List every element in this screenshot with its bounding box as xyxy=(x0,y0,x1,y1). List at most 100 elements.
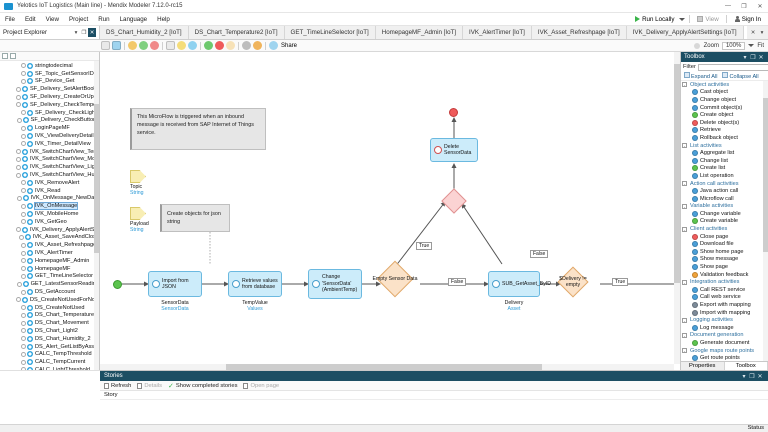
tree-item[interactable]: IVK_Asset_SaveAndClose xyxy=(0,234,99,242)
tree-item[interactable]: IVK_RemoveAlert xyxy=(0,179,99,187)
stories-column-header[interactable]: Story xyxy=(100,391,768,400)
end-event[interactable] xyxy=(449,108,458,117)
zoom-value[interactable]: 100% xyxy=(721,41,746,50)
tree-item[interactable]: IVK_Delivery_ApplyAlertSettings xyxy=(0,226,99,234)
share-globe-icon[interactable] xyxy=(269,41,278,50)
tree-item[interactable]: DS_Alert_GetListByAsset xyxy=(0,343,99,351)
zoom-caret-icon[interactable] xyxy=(748,44,755,47)
toolbox-item[interactable]: Retrieve xyxy=(681,127,768,135)
document-tab[interactable]: IVK_OnMessage [IoT] xyxy=(743,26,747,39)
project-explorer-tab[interactable]: Project Explorer ▾ ❐ ✕ xyxy=(0,26,100,39)
run-locally-button[interactable]: Run Locally xyxy=(632,16,677,23)
document-tab[interactable]: HomepageMF_Admin [IoT] xyxy=(375,26,464,39)
create-object-icon[interactable] xyxy=(204,41,213,50)
toolbox-item[interactable]: Delete object(s) xyxy=(681,119,768,127)
parameter-topic[interactable]: Topic String xyxy=(130,170,146,196)
collapse-all-button[interactable]: Collapse All xyxy=(722,72,759,80)
merge-icon[interactable] xyxy=(226,41,235,50)
tree-item[interactable]: SF_Delivery_CheckButtons xyxy=(0,117,99,125)
group-collapse-icon[interactable]: - xyxy=(682,203,687,209)
tree-item[interactable]: DS_CreateNotUsed xyxy=(0,304,99,312)
toolbox-group[interactable]: -Google maps route points xyxy=(681,347,768,355)
fit-label[interactable]: Fit xyxy=(757,42,764,49)
toolbox-item[interactable]: Generate document xyxy=(681,339,768,347)
tree-item[interactable]: IVK_MobileHome xyxy=(0,210,99,218)
toolbox-item[interactable]: Call REST service xyxy=(681,286,768,294)
toolbox-close-icon[interactable]: ✕ xyxy=(758,54,764,61)
canvas-horizontal-scrollbar[interactable] xyxy=(100,364,674,370)
toolbox-item[interactable]: Get route points xyxy=(681,354,768,361)
toolbox-item[interactable]: Show message xyxy=(681,256,768,264)
delete-object-icon[interactable] xyxy=(215,41,224,50)
group-collapse-icon[interactable]: - xyxy=(682,317,687,323)
toolbox-item[interactable]: Close page xyxy=(681,233,768,241)
stories-close-icon[interactable]: ✕ xyxy=(757,373,763,380)
toolbox-item[interactable]: Import with mapping xyxy=(681,309,768,317)
tree-item[interactable]: IVK_OnMessage_NewData xyxy=(0,195,99,203)
explorer-vertical-scrollbar[interactable] xyxy=(94,61,99,370)
tree-item[interactable]: IVK_Timer_DetailView xyxy=(0,140,99,148)
toolbox-group[interactable]: -Integration activities xyxy=(681,278,768,286)
tree-item[interactable]: SF_Device_Get xyxy=(0,78,99,86)
activity-import-from-json[interactable]: Import from JSON xyxy=(148,271,202,297)
stories-open-page-button[interactable]: Open page xyxy=(243,382,279,389)
expand-all-button[interactable]: Expand All xyxy=(684,72,717,80)
tree-item[interactable]: HomepageMF xyxy=(0,265,99,273)
collapse-tree-icon[interactable] xyxy=(2,53,8,59)
annotation-note-create-objects[interactable]: Create objects for json string xyxy=(160,204,230,232)
share-label[interactable]: Share xyxy=(281,42,298,49)
expand-tree-icon[interactable] xyxy=(10,53,16,59)
toolbox-filter-input[interactable] xyxy=(697,63,768,71)
tab-list-dropdown-icon[interactable]: ▾ xyxy=(760,29,764,36)
tree-item[interactable]: DS_Chart_Temperature2 xyxy=(0,312,99,320)
explorer-pin-icon[interactable]: ▾ xyxy=(74,29,78,36)
toolbox-group[interactable]: -Action call activities xyxy=(681,180,768,188)
explorer-scroll-thumb[interactable] xyxy=(94,104,99,253)
maximize-icon[interactable]: ❐ xyxy=(741,3,747,10)
canvas-hscroll-thumb[interactable] xyxy=(226,364,542,370)
tree-item[interactable]: GET_LatestSensorReading xyxy=(0,280,99,288)
toolbox-item[interactable]: Show home page xyxy=(681,248,768,256)
menu-file[interactable]: File xyxy=(5,15,15,23)
group-collapse-icon[interactable]: - xyxy=(682,332,687,338)
toolbox-tab[interactable]: Properties xyxy=(681,362,725,370)
run-dropdown-caret-icon[interactable] xyxy=(679,17,686,21)
toolbox-item[interactable]: Microflow call xyxy=(681,195,768,203)
document-tab[interactable]: GET_TimeLineSelector [IoT] xyxy=(284,26,376,39)
toolbox-group[interactable]: -Document generation xyxy=(681,332,768,340)
tree-item[interactable]: IVK_SwitchChartView_Movement xyxy=(0,156,99,164)
tree-item[interactable]: IVK_AlertTimer xyxy=(0,249,99,257)
microflow-canvas[interactable]: This MicroFlow is triggered when an inbo… xyxy=(100,52,680,370)
stories-details-button[interactable]: Details xyxy=(137,382,162,389)
tree-item[interactable]: stringtodecimal xyxy=(0,62,99,70)
annotation-icon[interactable] xyxy=(166,41,175,50)
stories-refresh-button[interactable]: Refresh xyxy=(104,382,131,389)
tree-item[interactable]: IVK_SwitchChartView_Humidity xyxy=(0,171,99,179)
toolbox-item[interactable]: Change variable xyxy=(681,210,768,218)
document-tab[interactable]: DS_Chart_Temperature2 [IoT] xyxy=(188,26,285,39)
activity-change-object[interactable]: Change 'SensorData' (AmbientTemp) xyxy=(308,269,362,299)
tree-item[interactable]: IVK_SwitchChartView_Light xyxy=(0,163,99,171)
tree-item[interactable]: SF_Delivery_CreateOrUpdate xyxy=(0,93,99,101)
start-event-icon[interactable] xyxy=(139,41,148,50)
minimize-icon[interactable]: — xyxy=(725,3,731,9)
activity-sub-getasset-byid[interactable]: SUB_GetAsset_ByID xyxy=(488,271,551,297)
document-tab[interactable]: IVK_Asset_Refreshpage [IoT] xyxy=(531,26,627,39)
toolbox-item[interactable]: Aggregate list xyxy=(681,149,768,157)
tree-item[interactable]: HomepageMF_Admin xyxy=(0,257,99,265)
toolbox-item[interactable]: Commit object(s) xyxy=(681,104,768,112)
stories-show-completed-button[interactable]: ✓ Show completed stories xyxy=(168,382,237,390)
toolbox-dock-icon[interactable]: ❐ xyxy=(750,54,756,61)
menu-help[interactable]: Help xyxy=(157,15,170,23)
toolbox-group[interactable]: -Variable activities xyxy=(681,203,768,211)
tree-item[interactable]: IVK_SwitchChartView_Temp xyxy=(0,148,99,156)
tree-item[interactable]: CALC_LightThreshold xyxy=(0,366,99,370)
tree-item[interactable]: DS_Chart_Humidity_2 xyxy=(0,335,99,343)
toolbox-item[interactable]: Change list xyxy=(681,157,768,165)
toolbox-pin-icon[interactable]: ▾ xyxy=(743,54,747,61)
menu-view[interactable]: View xyxy=(45,15,59,23)
document-tab[interactable]: IVK_Delivery_ApplyAlertSettings [IoT] xyxy=(626,26,744,39)
canvas-vscroll-thumb[interactable] xyxy=(674,64,680,283)
document-tab[interactable]: IVK_AlertTimer [IoT] xyxy=(463,26,532,39)
